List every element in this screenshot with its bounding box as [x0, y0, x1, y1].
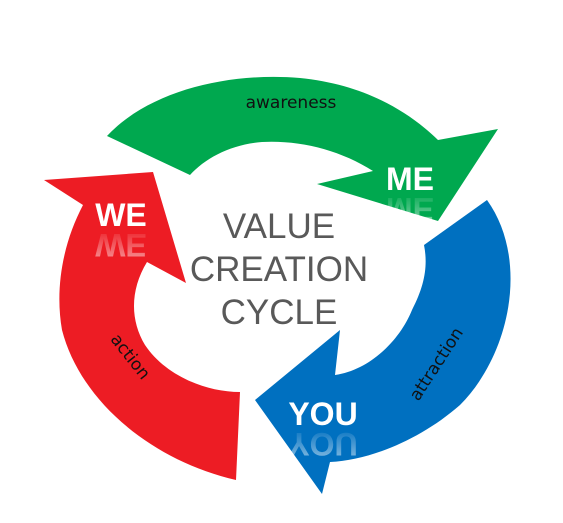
- awareness-label: awareness: [246, 93, 337, 113]
- center-title-line-2: CREATION: [190, 250, 368, 289]
- we-stage-label-group: WE WE: [95, 197, 147, 263]
- red-cycle-arrow: [44, 172, 240, 480]
- blue-cycle-arrow: [255, 200, 511, 494]
- you-stage-label: YOU: [288, 396, 357, 432]
- me-stage-label-group: ME ME: [386, 161, 434, 227]
- green-cycle-arrow: [107, 76, 498, 221]
- me-stage-label: ME: [386, 161, 434, 197]
- you-stage-label-group: YOU YOU: [288, 396, 357, 462]
- center-title-line-3: CYCLE: [221, 293, 338, 332]
- we-stage-label: WE: [95, 197, 147, 233]
- we-stage-reflection: WE: [95, 227, 147, 263]
- me-stage-reflection: ME: [386, 191, 434, 227]
- you-stage-reflection: YOU: [288, 426, 357, 462]
- center-title-line-1: VALUE: [223, 207, 335, 246]
